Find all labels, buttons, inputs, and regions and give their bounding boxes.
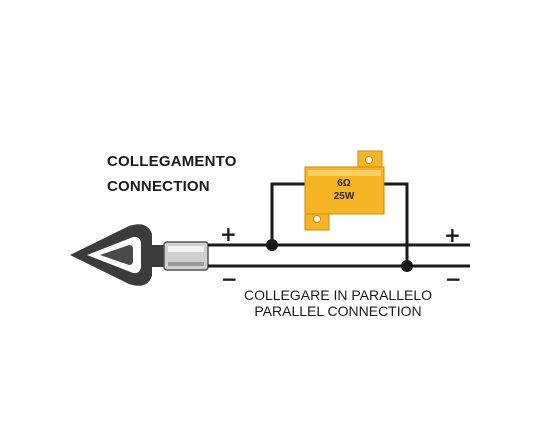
load-resistor: 6Ω 25W	[304, 150, 385, 231]
caption-line-2: PARALLEL CONNECTION	[254, 303, 421, 319]
plus-sign-left: +	[220, 222, 237, 246]
junction-dot-negative	[401, 260, 413, 272]
heading-line-1: COLLEGAMENTO	[107, 153, 237, 170]
plus-sign-right: +	[444, 223, 461, 247]
minus-sign-left: −	[221, 267, 238, 291]
indicator-connector	[163, 241, 209, 271]
caption-line-1: COLLEGARE IN PARALLELO	[244, 287, 432, 303]
indicator-lamp	[70, 224, 164, 286]
heading-line-2: CONNECTION	[107, 178, 210, 195]
branch-wire-negative	[384, 182, 409, 266]
resistor-watts-label: 25W	[334, 191, 355, 202]
junction-dot-positive	[266, 239, 278, 251]
resistor-ohms-label: 6Ω	[337, 178, 351, 189]
minus-sign-right: −	[445, 267, 462, 291]
branch-wire-positive	[270, 182, 305, 245]
